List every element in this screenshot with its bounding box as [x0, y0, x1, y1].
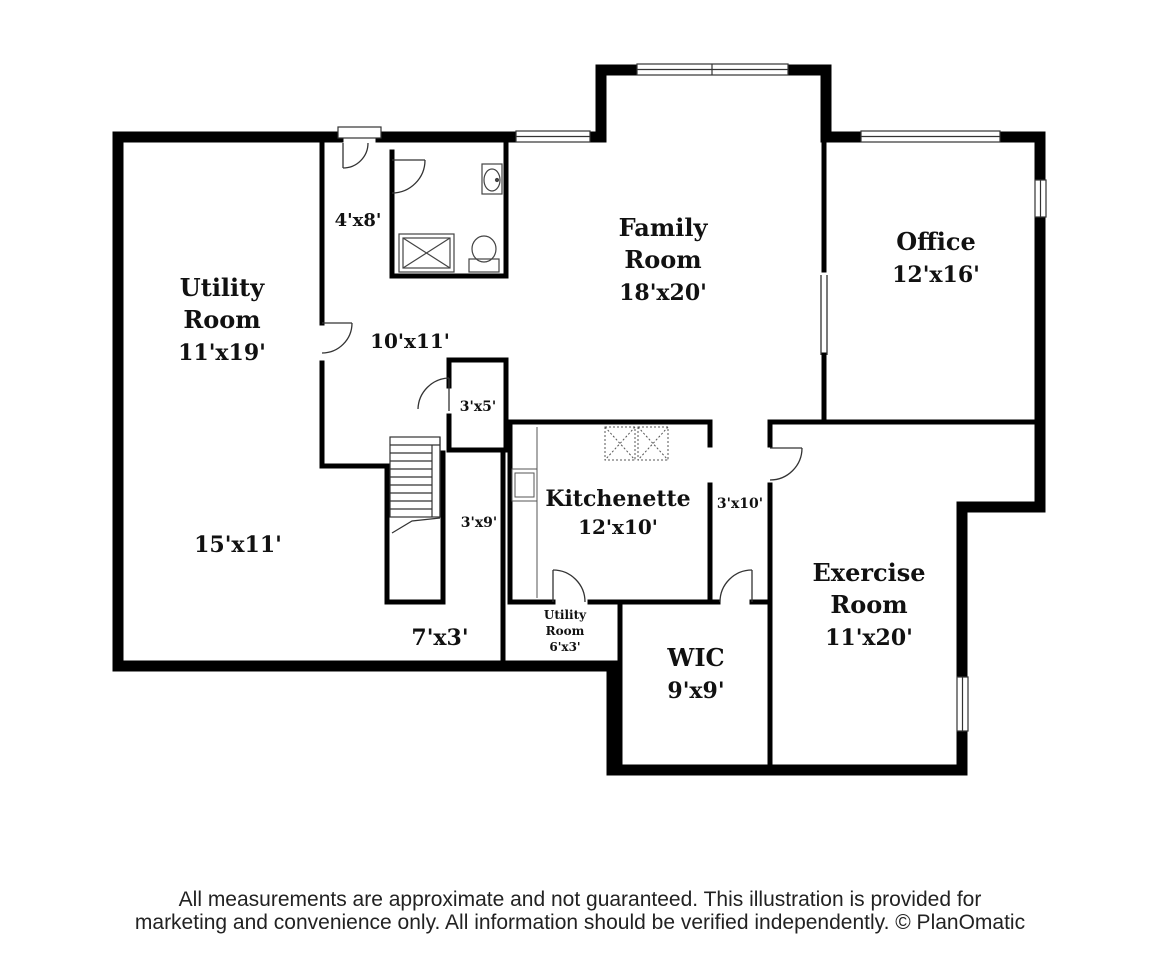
door-utility-room	[321, 322, 353, 354]
bath-size: 4'x8'	[335, 210, 382, 231]
exercise-room-size: 11'x20'	[825, 625, 913, 651]
disclaimer-line-2: marketing and convenience only. All info…	[134, 911, 1026, 934]
wic-size: 9'x9'	[667, 678, 724, 704]
sink-icon	[481, 163, 503, 195]
utility-lower-size: 15'x11'	[194, 532, 282, 558]
kitchenette-size: 12'x10'	[578, 515, 658, 539]
door-wic	[719, 569, 753, 603]
cooktop-icon	[604, 426, 669, 461]
disclaimer-line-1: All measurements are approximate and not…	[178, 888, 982, 911]
windows	[337, 63, 1047, 732]
small-utility-size: 6'x3'	[549, 640, 580, 654]
utility-room-name-1: Utility	[180, 273, 265, 302]
interior-walls	[319, 137, 1043, 773]
room-labels: Utility Room 11'x19' 15'x11' 4'x8' 10'x1…	[178, 210, 980, 704]
shower-icon	[398, 233, 455, 273]
small-utility-name-1: Utility	[544, 608, 587, 622]
closet-b-size: 3'x9'	[461, 515, 497, 531]
office-name: Office	[896, 227, 976, 256]
family-room-name-2: Room	[624, 245, 701, 274]
exercise-room-name-1: Exercise	[812, 558, 925, 587]
floor-plan: Utility Room 11'x19' 15'x11' 4'x8' 10'x1…	[112, 63, 1047, 776]
door-bathroom	[391, 159, 426, 194]
utility-room-name-2: Room	[183, 305, 260, 334]
wic-name: WIC	[666, 643, 724, 672]
small-utility-name-2: Room	[546, 624, 585, 638]
closet-a-size: 3'x5'	[460, 399, 496, 415]
kitchen-sink-icon	[511, 468, 538, 502]
kitchenette-name: Kitchenette	[545, 486, 690, 512]
landing-size: 7'x3'	[411, 625, 468, 651]
office-size: 12'x16'	[892, 262, 980, 288]
family-room-size: 18'x20'	[619, 280, 707, 306]
doors	[321, 142, 828, 603]
window-north-door	[337, 126, 382, 139]
exercise-room-name-2: Room	[830, 590, 907, 619]
door-small-utility	[552, 569, 586, 603]
toilet-icon	[468, 235, 500, 273]
door-hall-exercise	[769, 447, 803, 481]
bathroom-fixtures	[398, 163, 503, 273]
hall-b-size: 3'x10'	[717, 496, 763, 512]
hall-size: 10'x11'	[370, 329, 450, 353]
staircase	[389, 436, 441, 534]
door-closet-a	[417, 377, 450, 411]
disclaimer: All measurements are approximate and not…	[0, 888, 1160, 934]
family-room-name-1: Family	[619, 213, 709, 242]
door-north-entry	[342, 142, 369, 169]
kitchen-fixtures	[511, 426, 669, 598]
pocket-door-office	[820, 275, 828, 355]
utility-room-size: 11'x19'	[178, 340, 266, 366]
